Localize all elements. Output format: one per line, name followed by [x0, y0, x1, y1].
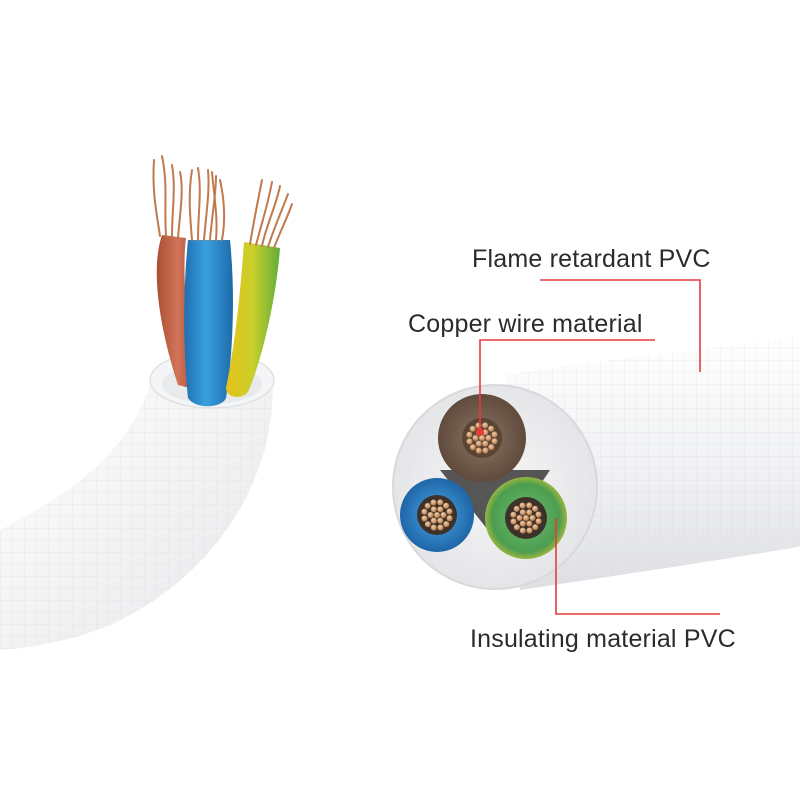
copper-strand-dot: [482, 447, 489, 454]
left-cable: [0, 155, 293, 650]
leader-line-flame: [540, 279, 701, 372]
copper-strand-dot: [535, 511, 542, 518]
copper-strand-dot: [532, 505, 539, 512]
copper-strand-dot: [479, 435, 485, 441]
insulating-material-label: Insulating material PVC: [470, 625, 736, 653]
copper-strand-dot: [513, 505, 520, 512]
copper-strand-dot: [430, 517, 437, 524]
copper-strand-dot: [437, 524, 444, 531]
copper-strand-dot: [475, 440, 482, 447]
copper-strand-dot: [430, 499, 437, 506]
copper-strand-dot: [513, 524, 520, 531]
copper-strands-left: [152, 155, 293, 249]
copper-strand-dot: [519, 520, 526, 527]
copper-strand-dot: [535, 518, 542, 525]
copper-strand-dot: [440, 512, 447, 518]
copper-strand-dot: [482, 422, 489, 429]
copper-strand-dot: [529, 515, 536, 521]
copper-strand-dot: [434, 512, 440, 518]
copper-strand-dot: [488, 444, 495, 451]
copper-strand-dot: [485, 435, 492, 441]
copper-strand-dot: [430, 524, 437, 531]
copper-strand-dot: [488, 425, 495, 432]
leader-line-copper: [479, 339, 655, 430]
copper-strand-dot: [491, 431, 498, 438]
copper-strand-dot: [437, 506, 444, 513]
copper-strand-dot: [443, 502, 450, 509]
blue-wire: [184, 240, 233, 407]
copper-strand-dot: [482, 440, 489, 447]
leader-lines: [479, 279, 720, 615]
copper-strand-dot: [430, 506, 437, 513]
copper-strand-dot: [437, 499, 444, 506]
copper-strand-dot: [526, 520, 533, 527]
copper-strand-dot: [526, 509, 533, 516]
copper-strand-dot: [519, 509, 526, 516]
copper-strand-dot: [526, 502, 533, 509]
copper-strand-dot: [532, 524, 539, 531]
copper-strand-dot: [469, 444, 476, 451]
copper-wire-label: Copper wire material: [408, 310, 643, 338]
copper-strand-dot: [421, 515, 428, 522]
copper-strand-dot: [446, 515, 453, 522]
right-cable: [392, 336, 800, 590]
copper-strand-dot: [437, 517, 444, 524]
copper-strand-dot: [475, 447, 482, 454]
copper-marker-dot: [476, 428, 484, 436]
copper-strand-dot: [491, 438, 498, 445]
flame-retardant-label: Flame retardant PVC: [472, 245, 711, 273]
copper-strand-dot: [526, 527, 533, 534]
copper-strand-dot: [510, 518, 517, 525]
copper-strand-dot: [466, 431, 473, 438]
copper-strand-dot: [523, 515, 529, 521]
copper-strand-dot: [519, 502, 526, 509]
copper-strand-dot: [443, 521, 450, 528]
copper-strand-dot: [469, 425, 476, 432]
copper-strand-dot: [516, 515, 523, 521]
copper-dots: [421, 422, 542, 534]
copper-strand-dot: [424, 521, 431, 528]
copper-strand-dot: [421, 508, 428, 515]
copper-strand-dot: [446, 508, 453, 515]
yellow-green-wire: [226, 242, 280, 397]
copper-strand-dot: [472, 435, 479, 441]
copper-strand-dot: [510, 511, 517, 518]
copper-strand-dot: [519, 527, 526, 534]
copper-strand-dot: [424, 502, 431, 509]
copper-strand-dot: [466, 438, 473, 445]
copper-strand-dot: [427, 512, 434, 518]
leader-line-insulating: [555, 518, 720, 615]
